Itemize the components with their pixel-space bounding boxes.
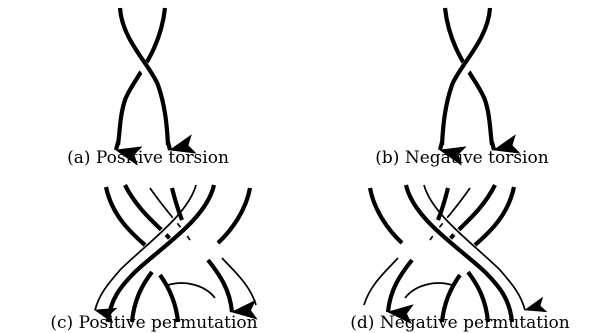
panel-a-strand-over <box>114 7 197 154</box>
panel-c-positive-permutation: (c) Positive permutation <box>50 184 258 333</box>
caption-b: (b) Negative torsion <box>375 148 548 168</box>
caption-d: (d) Negative permutation <box>350 313 569 333</box>
panel-d-negative-permutation: (d) Negative permutation <box>350 184 570 333</box>
panel-d-strand-over-thin <box>420 184 548 313</box>
panel-a-strand-under <box>113 7 168 166</box>
panel-c-strand-over-thick <box>105 184 220 323</box>
caption-c: (c) Positive permutation <box>50 313 257 333</box>
panel-a-positive-torsion: (a) Positive torsion <box>67 7 229 168</box>
caption-a: (a) Positive torsion <box>67 148 229 168</box>
panel-d-strand-over-thick <box>400 184 515 323</box>
panel-d-outer-strands <box>367 186 517 323</box>
panel-b-strand-under <box>442 7 521 154</box>
panel-c-strand-over-thin <box>94 184 200 324</box>
panel-b-negative-torsion: (b) Negative torsion <box>375 7 549 168</box>
panel-b-strand-over <box>437 7 496 166</box>
panel-c-outer-strands <box>103 186 253 323</box>
